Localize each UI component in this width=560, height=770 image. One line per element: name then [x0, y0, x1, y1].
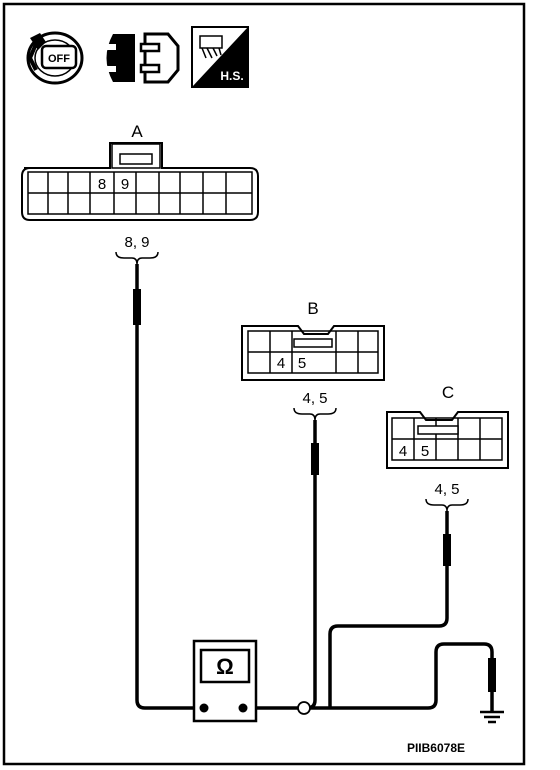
probe-tip-a [133, 289, 141, 325]
figure-code: PIIB6078E [407, 741, 465, 755]
connector-a-label: A [131, 122, 143, 141]
connector-a-pin-8: 8 [98, 176, 106, 193]
ignition-off-icon: OFF [26, 31, 84, 85]
harness-side-icon: H.S. [191, 26, 249, 88]
connector-b: B 4 5 4, 5 [241, 299, 385, 421]
wire-a [135, 264, 204, 710]
connector-b-pin-4: 4 [277, 355, 285, 372]
connector-c-wire-pins: 4, 5 [434, 481, 459, 498]
wire-junction [297, 701, 311, 715]
probe-tip-b [311, 443, 319, 475]
probe-tip-c [443, 534, 451, 566]
connector-c: C 4 5 4, 5 [386, 383, 509, 512]
connector-a-pin-9: 9 [121, 176, 129, 193]
connector-c-pin-5: 5 [421, 443, 429, 460]
connector-c-pin-4: 4 [399, 443, 407, 460]
connector-a-wire-pins: 8, 9 [124, 234, 149, 251]
ignition-off-text: OFF [48, 53, 70, 65]
harness-side-text: H.S. [220, 69, 243, 83]
connector-a: A 8 9 8, 9 [21, 122, 259, 265]
ground-icon [480, 710, 504, 724]
wire-ground [310, 642, 494, 712]
ohmmeter-symbol: Ω [216, 654, 234, 679]
ohmmeter-terminal-left [199, 703, 209, 713]
connector-b-label: B [307, 299, 318, 318]
connector-b-wire-pins: 4, 5 [302, 390, 327, 407]
connector-b-pin-5: 5 [298, 355, 306, 372]
disconnect-icon [104, 32, 180, 84]
probe-tip-ground [488, 658, 496, 692]
ohmmeter-terminal-right [238, 703, 248, 713]
wire-c [328, 511, 449, 708]
ohmmeter: Ω [192, 639, 258, 723]
diagram-frame [2, 2, 526, 766]
connector-c-label: C [442, 383, 454, 402]
